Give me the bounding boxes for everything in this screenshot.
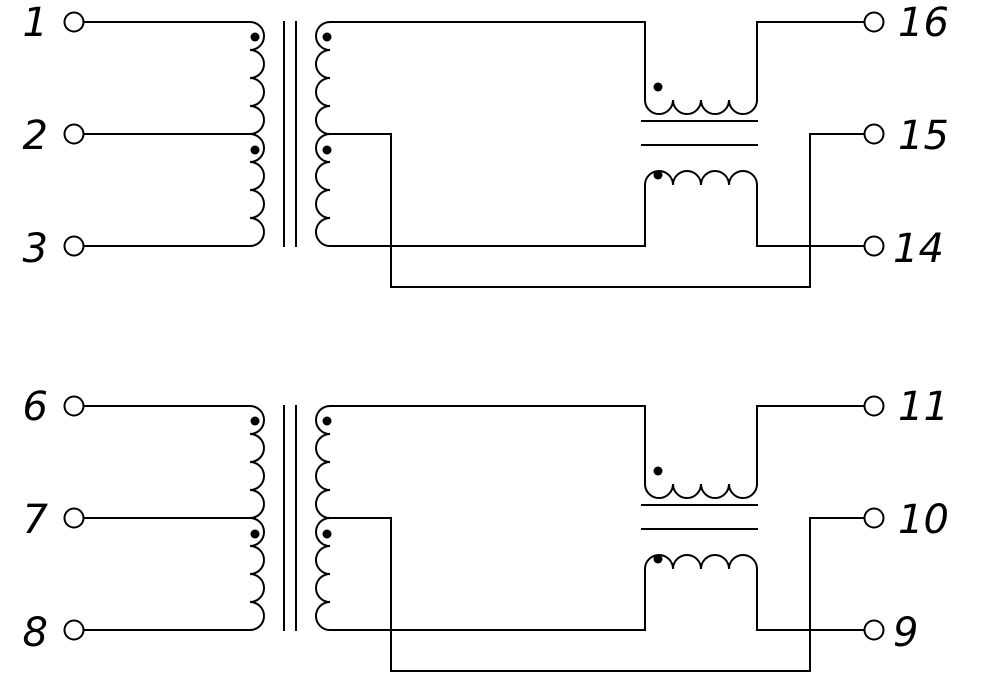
pin-label-left-top: 6: [23, 384, 48, 430]
polarity-dot: [322, 529, 332, 539]
wire-choke-to-right-top: [756, 405, 864, 485]
channel-lower: 6 7 8 11 10 9: [23, 384, 949, 672]
pin-label-right-bottom: 9: [893, 610, 918, 656]
pin-label-right-top: 16: [898, 0, 949, 46]
terminal-left-top: [63, 11, 85, 33]
polarity-dot: [250, 416, 260, 426]
polarity-dot: [250, 145, 260, 155]
channel-upper: 1 2 3 16 15 14: [23, 0, 949, 288]
terminal-left-center: [63, 507, 85, 529]
wire-center-tap: [329, 133, 864, 288]
wire-secondary-top-to-choke: [329, 21, 646, 101]
secondary-winding-upper: [315, 20, 332, 136]
choke-winding-lower: [643, 170, 759, 187]
terminal-right-top: [863, 11, 885, 33]
pin-label-left-top: 1: [23, 0, 48, 46]
terminal-left-bottom: [63, 619, 85, 641]
terminal-left-bottom: [63, 235, 85, 257]
pin-label-right-center: 15: [898, 113, 949, 159]
wire-choke-to-right-top: [756, 21, 864, 101]
terminal-right-center: [863, 507, 885, 529]
polarity-dot: [653, 466, 663, 476]
choke-winding-lower: [643, 554, 759, 571]
terminal-left-center: [63, 123, 85, 145]
pin-label-right-bottom: 14: [893, 226, 944, 272]
pin-label-right-center: 10: [898, 497, 949, 543]
primary-winding-lower: [248, 516, 265, 632]
polarity-dot: [322, 145, 332, 155]
pin-label-left-bottom: 8: [23, 610, 48, 656]
choke-winding-upper: [643, 98, 759, 115]
wire-choke-to-right-bottom: [756, 184, 864, 247]
secondary-winding-lower: [315, 516, 332, 632]
primary-winding-lower: [248, 132, 265, 248]
polarity-dot: [250, 32, 260, 42]
pin-label-right-top: 11: [898, 384, 949, 430]
pin-label-left-center: 7: [23, 497, 49, 543]
secondary-winding-lower: [315, 132, 332, 248]
choke-winding-upper: [643, 482, 759, 499]
polarity-dot: [653, 170, 663, 180]
terminal-right-top: [863, 395, 885, 417]
polarity-dot: [322, 416, 332, 426]
wire-secondary-top-to-choke: [329, 405, 646, 485]
terminal-right-center: [863, 123, 885, 145]
wire-choke-to-right-bottom: [756, 568, 864, 631]
wire-secondary-bottom-to-choke: [329, 568, 646, 631]
polarity-dot: [653, 554, 663, 564]
terminal-right-bottom: [863, 619, 885, 641]
polarity-dot: [653, 82, 663, 92]
terminal-right-bottom: [863, 235, 885, 257]
polarity-dot: [322, 32, 332, 42]
terminal-left-top: [63, 395, 85, 417]
pin-label-left-center: 2: [23, 113, 48, 159]
primary-winding-upper: [248, 20, 265, 136]
primary-winding-upper: [248, 404, 265, 520]
wire-secondary-bottom-to-choke: [329, 184, 646, 247]
secondary-winding-upper: [315, 404, 332, 520]
pin-label-left-bottom: 3: [23, 226, 48, 272]
wire-center-tap: [329, 517, 864, 672]
polarity-dot: [250, 529, 260, 539]
